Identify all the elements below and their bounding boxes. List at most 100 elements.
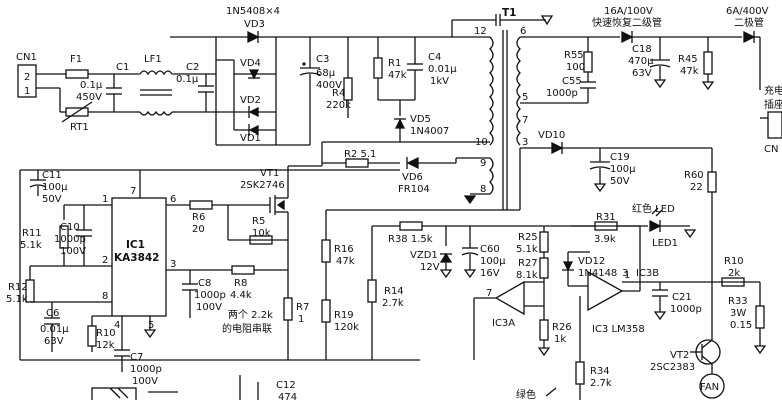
label-c19: C19 — [610, 152, 630, 163]
label-c7-voltage: 100V — [132, 376, 158, 387]
label-vd9-desc: 快速恢复二级管 — [592, 16, 662, 29]
label-op-pin1: 1 — [624, 270, 630, 281]
label-charge-1: 充电 — [764, 84, 782, 97]
label-cn1p2: 2 — [24, 72, 30, 83]
label-op-pin7: 7 — [486, 288, 492, 299]
resistor-r8 — [231, 265, 255, 275]
label-vd5-part: 1N4007 — [410, 126, 449, 137]
label-c55: C55 — [562, 76, 582, 87]
label-lf1: LF1 — [144, 54, 162, 65]
label-vd7-desc: 二极管 — [734, 16, 764, 29]
label-c10: C10 — [60, 222, 80, 233]
label-vzd1-value: 12V — [420, 262, 440, 273]
label-r1-value: 47k — [388, 70, 407, 81]
label-r10-value: 12k — [96, 340, 115, 351]
optocoupler — [91, 387, 137, 400]
label-c4: C4 — [428, 52, 441, 63]
lf1-coil-bottom — [139, 110, 173, 116]
diode-vd9 — [621, 30, 634, 44]
label-r16: R16 — [334, 244, 354, 255]
label-r14: R14 — [384, 286, 404, 297]
label-ic1-pin1: 1 — [102, 194, 108, 205]
label-cn1p1: 1 — [24, 86, 30, 97]
label-c10-value: 1000p — [54, 234, 86, 245]
label-r5-value: 10k — [252, 228, 271, 239]
label-r6: R6 — [192, 212, 205, 223]
label-vd12: VD12 — [578, 256, 605, 267]
diode-vd7 — [743, 30, 756, 44]
label-r4-value: 220k — [326, 100, 351, 111]
label-c11-value: 100μ — [42, 182, 68, 193]
label-c3-voltage: 400V — [316, 80, 342, 91]
label-c2-value: 0.1μ — [176, 74, 199, 85]
diode-vd5 — [394, 118, 406, 129]
label-c8-value: 1000p — [194, 290, 226, 301]
label-note-line1: 两个 2.2k — [228, 309, 273, 321]
label-c21-value: 1000p — [670, 304, 702, 315]
label-note-line2: 的电阻串联 — [222, 322, 272, 335]
label-pin10: 10 — [475, 137, 488, 148]
resistor-r34 — [575, 361, 585, 385]
label-r7-value: 1 — [298, 314, 304, 325]
label-vd2: VD2 — [240, 95, 261, 106]
ic1-ka3842 — [111, 197, 167, 317]
opamp-ic3b — [587, 270, 624, 312]
feedback-section — [321, 148, 767, 400]
label-r4: R4 — [332, 88, 345, 99]
label-r14-value: 2.7k — [382, 298, 404, 309]
label-vd10: VD10 — [538, 130, 565, 141]
label-c6-value: 0.01μ — [40, 324, 69, 335]
label-c11-voltage: 50V — [42, 194, 62, 205]
labels: CN1 2 1 F1 C1 0.1μ 450V RT1 LF1 C2 0.1μ … — [6, 6, 782, 400]
resistor-r38 — [399, 221, 423, 231]
label-pin7: 7 — [522, 115, 528, 126]
label-ic3b: IC3B — [636, 268, 659, 279]
label-green: 绿色 — [516, 388, 536, 400]
resistor-r55 — [583, 51, 593, 73]
label-r27: R27 — [518, 258, 538, 269]
label-c10-voltage: 100V — [60, 246, 86, 257]
label-r33: R33 — [728, 296, 748, 307]
resistor-r45 — [703, 51, 713, 75]
label-r26-value: 1k — [554, 334, 566, 345]
label-c11: C11 — [42, 170, 62, 181]
label-r19-value: 120k — [334, 322, 359, 333]
label-r26: R26 — [552, 322, 572, 333]
label-c4-voltage: 1kV — [430, 76, 449, 87]
label-r31: R31 — [596, 212, 616, 223]
resistor-r60 — [707, 171, 717, 193]
label-c3: C3 — [316, 54, 329, 65]
resistor-r33 — [755, 305, 765, 329]
label-op-pin3: 3 — [622, 268, 628, 279]
label-ic1-pin8: 8 — [102, 291, 108, 302]
label-r60: R60 — [684, 170, 704, 181]
label-c4-value: 0.01μ — [428, 64, 457, 75]
diode-vd6 — [406, 156, 419, 170]
label-c19-voltage: 50V — [610, 176, 630, 187]
label-ic1-part: KA3842 — [114, 252, 160, 264]
resistor-r5 — [249, 235, 273, 245]
label-r55: R55 — [564, 50, 584, 61]
label-r33-value: 0.15 — [730, 320, 752, 331]
label-cn1: CN1 — [16, 52, 37, 63]
t1-aux — [489, 157, 494, 195]
label-r11: R11 — [22, 228, 42, 239]
label-r6-value: 20 — [192, 224, 205, 235]
label-r12: R12 — [8, 282, 28, 293]
label-c12: C12 — [276, 380, 296, 391]
resistor-r11 — [59, 225, 69, 249]
label-ic3: IC3 LM358 — [592, 324, 645, 335]
label-r33-power: 3W — [730, 308, 746, 319]
label-pin3: 3 — [522, 137, 528, 148]
label-r10-right: R10 — [724, 256, 744, 267]
output-section — [551, 30, 782, 340]
label-r27-value: 8.1k — [516, 270, 538, 281]
resistor-r2 — [345, 158, 369, 168]
label-vt1: VT1 — [260, 168, 279, 179]
label-r11-value: 5.1k — [20, 240, 42, 251]
label-r12-value: 5.1k — [6, 294, 28, 305]
label-ic1-pin4: 4 — [114, 320, 120, 331]
label-r1: R1 — [388, 58, 401, 69]
label-c2: C2 — [186, 62, 199, 73]
